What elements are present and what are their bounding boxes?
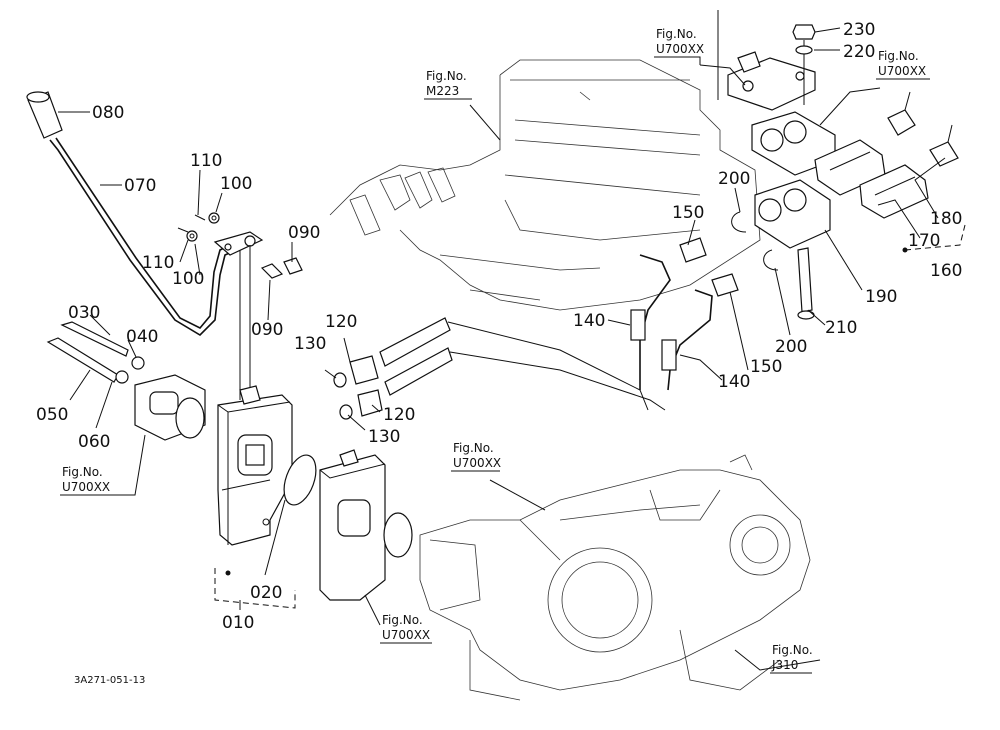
transmission-housing-ghost (329, 59, 761, 311)
dot-010 (225, 570, 231, 576)
fig-ref-u700-right: Fig.No. U700XX (876, 49, 930, 80)
part-190: 190 (865, 287, 897, 307)
svg-text:Fig.No.: Fig.No. (878, 49, 919, 63)
svg-text:U700XX: U700XX (453, 456, 501, 470)
part-170: 170 (908, 231, 940, 251)
svg-text:M223: M223 (426, 84, 459, 98)
svg-text:U700XX: U700XX (878, 64, 926, 78)
drawing-code: 3A271-051-13 (74, 675, 145, 686)
fig-ref-j310: Fig.No. J310 (770, 643, 813, 674)
pin-washer-set (177, 212, 220, 242)
part-060: 060 (78, 432, 110, 452)
svg-text:U700XX: U700XX (62, 480, 110, 494)
svg-text:Fig.No.: Fig.No. (656, 27, 697, 41)
dot-160 (902, 247, 908, 253)
part-180: 180 (930, 209, 962, 229)
svg-text:Fig.No.: Fig.No. (382, 613, 423, 627)
part-160: 160 (930, 261, 962, 281)
rear-axle-housing-ghost (419, 454, 811, 701)
part-020: 020 (250, 583, 282, 603)
svg-text:J310: J310 (771, 658, 798, 672)
control-lever (26, 91, 249, 337)
fig-ref-u700-left: Fig.No. U700XX (62, 465, 110, 494)
part-150-lower: 150 (750, 357, 782, 377)
part-130-upper: 130 (294, 334, 326, 354)
svg-text:Fig.No.: Fig.No. (772, 643, 813, 657)
part-080: 080 (92, 103, 124, 123)
part-230: 230 (843, 20, 875, 40)
part-150-upper: 150 (672, 203, 704, 223)
part-140-upper: 140 (573, 311, 605, 331)
hydraulic-hoses (630, 254, 713, 391)
svg-text:U700XX: U700XX (656, 42, 704, 56)
part-040: 040 (126, 327, 158, 347)
bolts-030-050 (46, 321, 145, 384)
figure-references: Fig.No. M223 Fig.No. U700XX Fig.No. U700… (62, 27, 930, 674)
svg-text:U700XX: U700XX (382, 628, 430, 642)
fig-ref-u700-center: Fig.No. U700XX (451, 441, 501, 472)
nut-washer (792, 24, 816, 55)
coupler-block (754, 179, 831, 320)
part-110-lower: 110 (142, 253, 174, 273)
bolts-090 (260, 257, 303, 279)
part-030: 030 (68, 303, 100, 323)
second-control-valve (319, 449, 413, 601)
svg-text:Fig.No.: Fig.No. (453, 441, 494, 455)
part-120-lower: 120 (383, 405, 415, 425)
svg-text:Fig.No.: Fig.No. (62, 465, 103, 479)
hose-couplers (333, 317, 666, 420)
part-200-upper: 200 (718, 169, 750, 189)
bracket-160 (904, 224, 966, 251)
control-valve-main (217, 385, 293, 546)
part-070: 070 (124, 176, 156, 196)
part-200-lower: 200 (775, 337, 807, 357)
fig-ref-u700-bottom: Fig.No. U700XX (380, 613, 432, 644)
part-050: 050 (36, 405, 68, 425)
part-100-lower: 100 (172, 269, 204, 289)
fig-ref-m223: Fig.No. M223 (424, 69, 472, 100)
part-120-upper: 120 (325, 312, 357, 332)
part-140-lower: 140 (718, 372, 750, 392)
part-numbers: 080 070 110 100 110 100 090 090 030 040 … (36, 20, 962, 633)
part-090-upper: 090 (288, 223, 320, 243)
o-ring-020 (283, 454, 317, 506)
part-110-upper: 110 (190, 151, 222, 171)
part-100-upper: 100 (220, 174, 252, 194)
quick-couplers (814, 139, 929, 219)
bracket-010 (214, 568, 296, 609)
dust-plugs (887, 91, 959, 167)
leader-lines (58, 10, 946, 671)
upper-coupler-block (751, 111, 836, 176)
part-010: 010 (222, 613, 254, 633)
fig-ref-u700-top: Fig.No. U700XX (654, 27, 704, 65)
top-bracket (727, 40, 816, 111)
part-090-lower: 090 (251, 320, 283, 340)
nipples-clips (679, 211, 779, 297)
part-220: 220 (843, 42, 875, 62)
svg-text:Fig.No.: Fig.No. (426, 69, 467, 83)
lever-pivot-bracket (213, 231, 264, 400)
part-210: 210 (825, 318, 857, 338)
adaptor-plate (134, 374, 206, 441)
part-130-lower: 130 (368, 427, 400, 447)
